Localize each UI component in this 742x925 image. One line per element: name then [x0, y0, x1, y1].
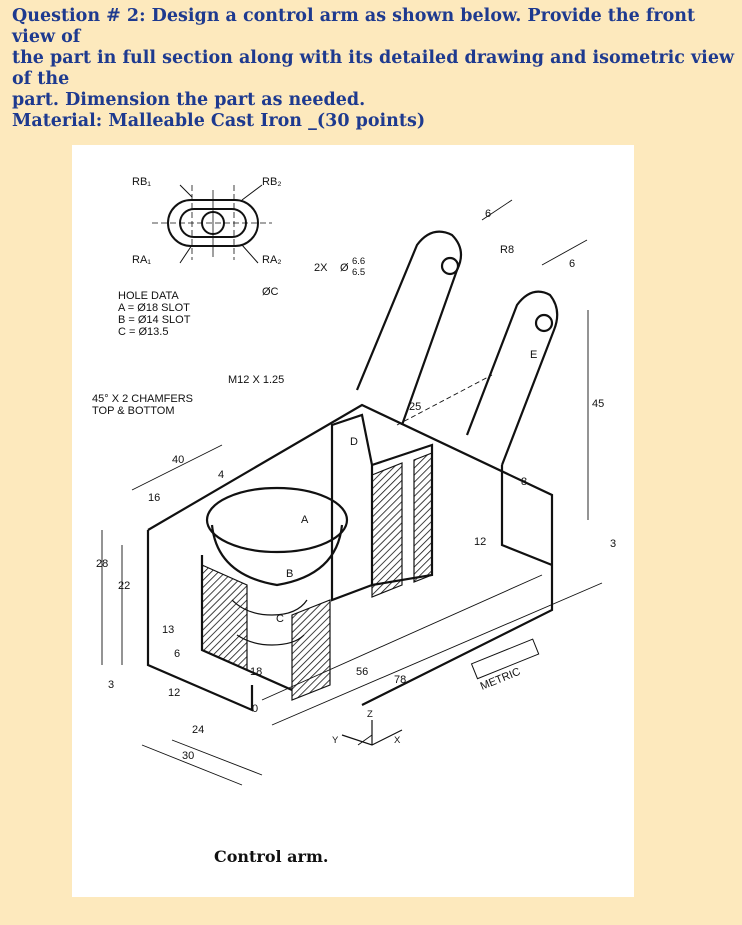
section-hatching [201, 452, 433, 701]
control-arm-drawing: RB₁ RB₂ RA₁ RA₂ ØC 2X Ø 6.6 6.5 M12 X 1.… [92, 176, 616, 786]
label-hole-dia-min: 6.5 [352, 267, 365, 278]
question-line-3: part. Dimension the part as needed. [12, 90, 366, 110]
figure-caption: Control arm. [214, 847, 329, 866]
dim-24: 24 [192, 724, 204, 736]
part-body [146, 230, 559, 712]
dim-30: 30 [182, 750, 194, 762]
label-b: B [286, 568, 293, 580]
dim-40: 40 [172, 454, 184, 466]
label-a: A [301, 514, 309, 526]
label-ra1: RA₁ [132, 254, 151, 266]
dim-12-left: 12 [168, 687, 180, 699]
axis-x-label: X [394, 735, 401, 746]
control-arm-figure: RB₁ RB₂ RA₁ RA₂ ØC 2X Ø 6.6 6.5 M12 X 1.… [72, 145, 634, 897]
label-hole-dia: Ø [340, 262, 349, 274]
material-text: Material: Malleable Cast Iron [12, 111, 309, 131]
dim-16: 16 [148, 492, 160, 504]
question-line-4: Material: Malleable Cast Iron _(30 point… [12, 111, 734, 132]
dim-0: 0 [252, 703, 258, 715]
dim-13: 13 [162, 624, 174, 636]
question-line-2: the part in full section along with its … [12, 48, 735, 89]
dim-12-right: 12 [474, 536, 486, 548]
dim-18: 18 [250, 666, 262, 678]
hole-data-a: A = Ø18 SLOT [118, 302, 190, 314]
hole-data-table: HOLE DATA A = Ø18 SLOT B = Ø14 SLOT C = … [118, 290, 190, 338]
dim-45: 45 [592, 398, 604, 410]
label-holes-count: 2X [314, 262, 328, 274]
axis-z-label: Z [367, 709, 373, 720]
question-line-1: Question # 2: Design a control arm as sh… [12, 6, 696, 47]
hole-data-b: B = Ø14 SLOT [118, 314, 191, 326]
dim-3-right: 3 [610, 538, 616, 550]
dimension-lines [101, 199, 603, 786]
dim-3-left: 3 [108, 679, 114, 691]
dim-25: 25 [409, 401, 421, 413]
label-r8: R8 [500, 244, 514, 256]
label-d: D [350, 436, 358, 448]
label-chamfer-2: TOP & BOTTOM [92, 405, 175, 417]
dim-28: 28 [96, 558, 108, 570]
hole-data-title: HOLE DATA [118, 290, 179, 302]
dim-22: 22 [118, 580, 130, 592]
hole-data-c: C = Ø13.5 [118, 326, 169, 338]
label-e: E [530, 349, 537, 361]
label-dia-c: ØC [262, 286, 279, 298]
dim-8: 8 [521, 476, 527, 488]
slot-detail-view [152, 184, 272, 264]
label-thread: M12 X 1.25 [228, 374, 284, 386]
points-text: _(30 points) [308, 111, 426, 131]
dim-6-right: 6 [569, 258, 575, 270]
dim-4: 4 [218, 469, 224, 481]
label-rb2: RB₂ [262, 176, 282, 188]
dim-6-top: 6 [485, 208, 491, 220]
axis-y-label: Y [332, 735, 339, 746]
label-chamfer-1: 45° X 2 CHAMFERS [92, 393, 193, 405]
label-rb1: RB₁ [132, 176, 151, 188]
dim-56: 56 [356, 666, 368, 678]
question-text: Question # 2: Design a control arm as sh… [12, 6, 734, 132]
metric-box [470, 638, 540, 680]
label-c: C [276, 613, 284, 625]
dim-6-left: 6 [174, 648, 180, 660]
dim-78: 78 [394, 674, 406, 686]
label-hole-dia-max: 6.6 [352, 256, 365, 267]
label-ra2: RA₂ [262, 254, 282, 266]
